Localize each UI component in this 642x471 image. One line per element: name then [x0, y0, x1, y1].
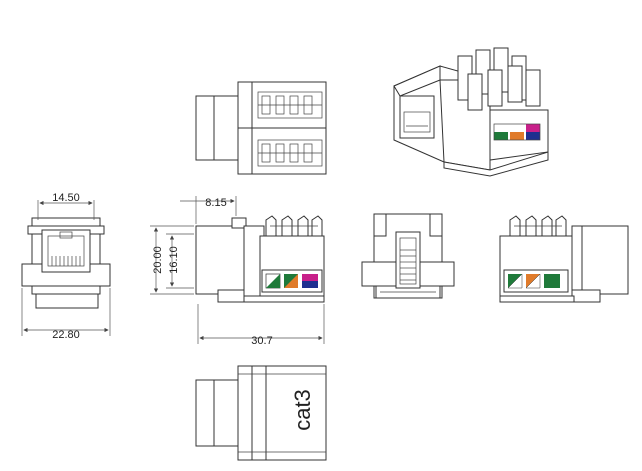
dimension-height-inner: 16.10 [168, 246, 180, 274]
dimension-length: 30.7 [251, 335, 272, 347]
rear-view [361, 213, 455, 299]
bottom-view: cat3 [195, 365, 327, 461]
opposite-idc-terminals [509, 215, 567, 237]
side-view: 8.15 20.00 16.10 30.7 [150, 196, 325, 347]
rear-contacts [400, 249, 416, 281]
side-color-code [265, 273, 318, 289]
opposite-color-code [507, 273, 560, 289]
top-view [195, 81, 327, 175]
iso-idc-terminals [457, 47, 541, 111]
iso-color-code [493, 123, 541, 141]
contact-slots-upper [257, 91, 323, 119]
contact-slots-lower [257, 139, 323, 167]
opposite-side-view [499, 215, 629, 303]
rj-contacts [51, 256, 81, 266]
isometric-view [393, 47, 549, 177]
dimension-height-outer: 20.00 [152, 246, 164, 274]
dimension-top-offset: 8.15 [205, 197, 226, 209]
front-view: 14.50 22.80 [21, 192, 111, 341]
category-marking: cat3 [290, 389, 315, 431]
dimension-top-width: 14.50 [52, 192, 80, 204]
dimension-bottom-width: 22.80 [52, 329, 80, 341]
side-idc-terminals [265, 215, 323, 237]
